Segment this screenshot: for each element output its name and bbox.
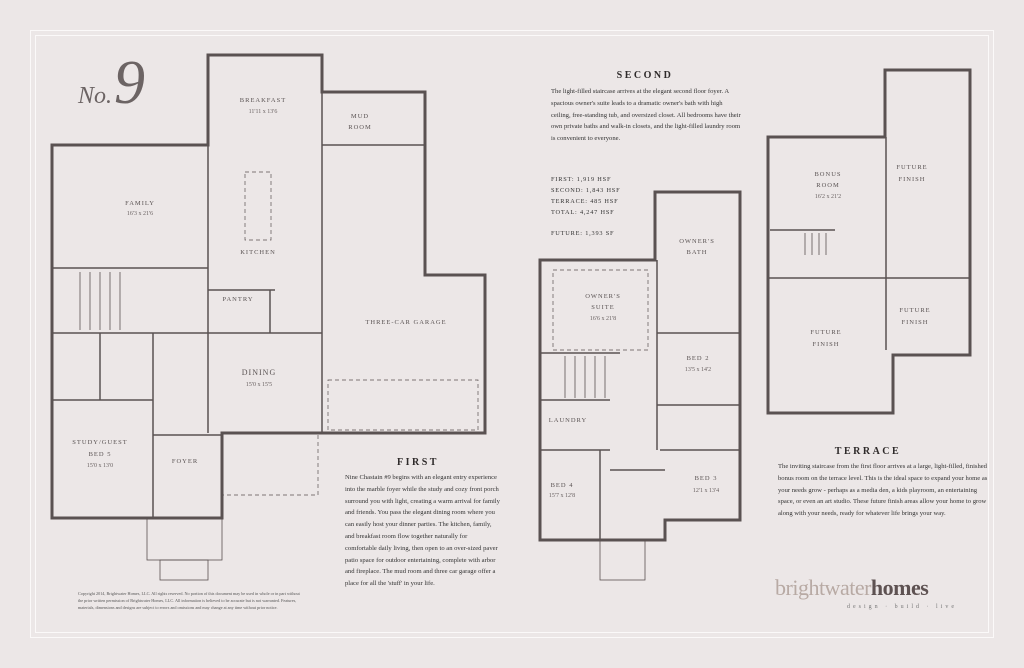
- room-family-dims: 16'3 x 21'6: [126, 211, 154, 217]
- plan-number-prefix: No.: [78, 83, 113, 109]
- terrace-interior-walls: [768, 137, 970, 413]
- inner-frame: [35, 35, 989, 633]
- room-future-b-line2: Finish: [812, 341, 840, 348]
- terrace-description: The inviting staircase from the first fl…: [778, 463, 988, 518]
- room-garage: Three-Car Garage: [365, 319, 447, 326]
- stat-second: Second: 1,843 hsf: [551, 187, 621, 194]
- terrace-plan: [766, 68, 972, 415]
- room-owners-suite-dims: 16'6 x 21'8: [589, 316, 617, 322]
- room-study-line1: Study/Guest: [72, 439, 128, 446]
- stat-total: Total: 4,247 hsf: [551, 209, 615, 216]
- room-future-c-line1: Future: [899, 307, 931, 314]
- brand-part2: homes: [870, 575, 929, 600]
- room-owners-bath-line2: Bath: [686, 249, 708, 256]
- room-dining-dims: 15'0 x 15'5: [245, 382, 273, 388]
- room-bonus-line1: Bonus: [814, 171, 842, 178]
- room-study-line2: Bed 5: [88, 451, 112, 458]
- second-floor-outline: [538, 190, 742, 542]
- first-title: First: [397, 457, 439, 468]
- outer-frame: [30, 30, 994, 638]
- room-bonus-line2: Room: [816, 182, 840, 189]
- room-future-c-line2: Finish: [901, 319, 929, 326]
- room-laundry: Laundry: [548, 417, 588, 424]
- first-floor-plan: [50, 53, 487, 581]
- room-mud-line2: Room: [348, 124, 372, 131]
- terrace-title: Terrace: [834, 446, 902, 457]
- terrace-outline: [766, 68, 972, 415]
- brand-part1: brightwater: [775, 575, 871, 600]
- second-title: Second: [616, 70, 674, 81]
- stat-terrace: Terrace: 485 hsf: [551, 198, 619, 205]
- room-owners-suite-line1: Owner's: [585, 293, 621, 300]
- plan-number-logo: No.9: [78, 48, 145, 119]
- room-bonus-dims: 16'2 x 21'2: [814, 194, 842, 200]
- plan-number: 9: [114, 49, 146, 117]
- room-kitchen: Kitchen: [240, 249, 276, 256]
- room-mud-line1: Mud: [350, 113, 370, 120]
- brand-tagline: design · build · live: [847, 604, 957, 610]
- first-floor-outline: [50, 53, 487, 520]
- room-future-a-line2: Finish: [898, 176, 926, 183]
- first-floor-interior-walls: [52, 92, 425, 518]
- stat-future: Future: 1,393 sf: [551, 230, 615, 237]
- room-future-b-line1: Future: [810, 329, 842, 336]
- room-owners-suite-line2: Suite: [591, 304, 615, 311]
- stairs-second: [564, 356, 646, 581]
- first-description: Nine Chastain #9 begins with an elegant …: [345, 474, 500, 588]
- brightwater-logo: brightwaterhomes design · build · live: [775, 576, 975, 611]
- room-pantry: Pantry: [222, 296, 254, 303]
- room-dining: Dining: [241, 368, 277, 377]
- stairs-first: [79, 272, 121, 330]
- second-description: The light-filled staircase arrives at th…: [551, 88, 741, 143]
- room-bed4: Bed 4: [550, 482, 574, 489]
- room-bed4-dims: 15'7 x 12'8: [548, 493, 576, 499]
- second-floor-plan: [538, 190, 742, 581]
- room-bed3-dims: 12'1 x 13'4: [692, 488, 720, 494]
- square-footage-stats: First: 1,919 hsf Second: 1,843 hsf Terra…: [551, 174, 620, 239]
- first-floor-dashed: [221, 171, 479, 496]
- room-bed2-dims: 13'5 x 14'2: [684, 367, 712, 373]
- copyright-notice: Copyright 2014, Brightwater Homes, LLC. …: [78, 591, 300, 610]
- room-study-dims: 15'0 x 13'0: [86, 463, 114, 469]
- second-floor-interior-walls: [540, 260, 740, 540]
- stat-first: First: 1,919 hsf: [551, 176, 612, 183]
- front-stoop: [146, 517, 223, 581]
- room-breakfast-dims: 11'11 x 13'6: [248, 109, 278, 115]
- room-breakfast: Breakfast: [239, 97, 287, 104]
- room-future-a-line1: Future: [896, 164, 928, 171]
- room-owners-bath-line1: Owner's: [679, 238, 715, 245]
- room-bed3: Bed 3: [694, 475, 718, 482]
- room-foyer: Foyer: [171, 458, 199, 465]
- room-family: Family: [125, 200, 155, 207]
- room-bed2: Bed 2: [686, 355, 710, 362]
- stairs-terrace: [804, 233, 827, 255]
